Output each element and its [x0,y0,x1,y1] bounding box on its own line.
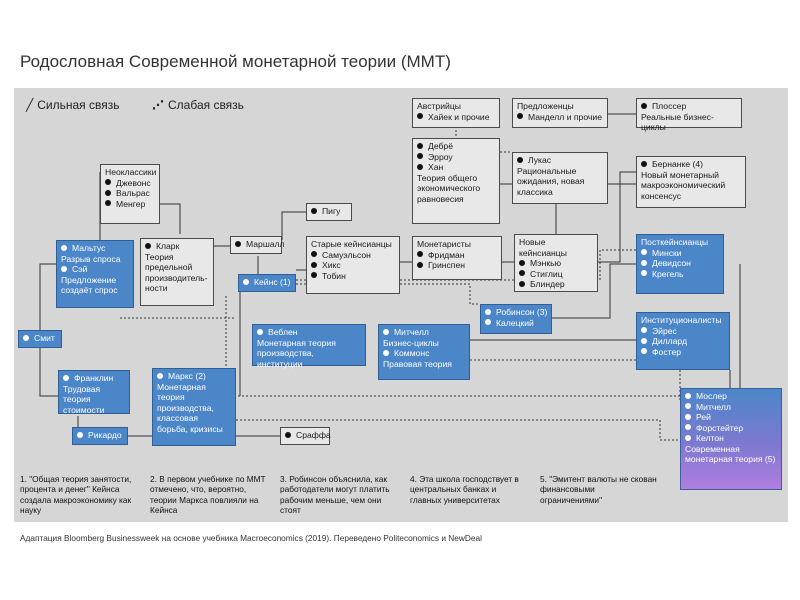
bullet-icon [383,328,389,335]
box-veblen: Веблен Монетарная теория производства, и… [252,324,366,369]
bullet-icon [61,244,67,251]
box-pigou: Пигу [306,203,352,221]
bullet-icon [311,261,317,268]
bullet-icon [517,113,523,120]
bullet-icon [105,189,111,196]
box-keynes: Кейнс (1) [238,274,296,292]
bullet-icon [417,113,423,120]
bullet-icon [157,372,163,379]
strong-link-icon: ╱ [26,98,34,112]
bullet-icon [641,160,647,167]
bullet-icon [641,270,647,277]
bullet-icon [235,240,241,247]
box-sraffa: Сраффа [280,427,331,445]
bullet-icon [517,156,523,163]
bullet-icon [685,424,691,431]
link-robinson-postkeynes [552,263,636,319]
bullet-icon [61,265,67,272]
box-austrians: Австрийцы Хайек и прочие [412,98,500,128]
bullet-icon [105,200,111,207]
bullet-icon [485,308,491,315]
bullet-icon [311,251,317,258]
bullet-icon [519,259,525,266]
box-plosser: Плоссер Реальные бизнес-циклы [636,98,742,132]
link-smith-franklin [39,338,58,397]
footnote-2: 2. В первом учебнике по ММТ отмечено, чт… [150,474,266,516]
bullet-icon [417,251,423,258]
box-mmt: Мослер Митчелл Рей Форстейтер Келтон Сов… [680,388,782,490]
weak-link-marx-mmt [236,419,680,441]
bullet-icon [417,261,423,268]
bullet-icon [145,242,151,249]
box-malthus-say: Мальтус Разрыв спроса Сэй Предложение со… [56,240,134,308]
footnote-5: 5. "Эмитент валюты не скован финансовыми… [540,474,657,505]
legend-weak: ⋰Слабая связь [152,98,244,112]
box-monetarists: Монетаристы Фридман Гринспен [412,236,502,280]
box-mitchell-commons: Митчелл Бизнес-циклы Коммонс Правовая те… [378,324,470,380]
bullet-icon [285,431,291,438]
legend-strong: ╱Сильная связь [26,98,120,112]
bullet-icon [641,249,647,256]
footnote-1: 1. "Общая теория занятости, процента и д… [20,474,132,516]
bullet-icon [641,102,647,109]
bullet-icon [63,374,69,381]
footnote-3: 3. Робинсон объяснила, как работодатели … [280,474,390,516]
bullet-icon [243,278,249,285]
bullet-icon [685,434,691,441]
bullet-icon [417,142,423,149]
box-marshall: Маршалл [230,236,285,254]
bullet-icon [77,431,83,438]
bullet-icon [685,403,691,410]
page-title: Родословная Современной монетарной теори… [20,52,451,71]
box-new-keynesians: Новые кейнсианцы Мэнкью Стиглиц Блиндер [514,234,598,292]
box-new-consensus: Бернанке (4) Новый монетарный макроэконо… [636,156,746,208]
footnote-4: 4. Эта школа господствует в центральных … [410,474,519,505]
box-post-keynesians: Посткейнсианцы Мински Девидсон Крегель [636,234,724,294]
bullet-icon [383,349,389,356]
source-caption: Адаптация Bloomberg Businessweek на осно… [20,533,482,543]
box-supply-siders: Предложенцы Манделл и прочие [512,98,608,128]
box-robinson-kalecki: Робинсон (3) Калецкий [480,304,552,334]
bullet-icon [685,392,691,399]
box-neoclassics: Неоклассики Джевонс Вальрас Менгер [100,164,160,224]
bullet-icon [641,337,647,344]
box-old-keynesians: Старые кейнсианцы Самуэльсон Хикс Тобин [306,236,400,294]
bullet-icon [685,413,691,420]
weak-link-icon: ⋰ [152,98,164,112]
bullet-icon [105,179,111,186]
box-institutionalists: Институционалисты Эйрес Диллард Фостер [636,312,730,370]
weak-link-keynes-robinson [296,283,480,305]
bullet-icon [641,348,647,355]
weak-link-keynes-postkeynes [296,249,636,281]
link-smith-malthus [39,263,56,338]
bullet-icon [641,259,647,266]
bullet-icon [519,270,525,277]
link-neoclassic-clark [160,203,181,234]
box-rational-expectations: Лукас Рациональные ожидания, новая класс… [512,152,608,204]
box-marx: Маркс (2) Монетарная теория производства… [152,368,236,446]
box-ricardo: Рикардо [72,427,128,445]
box-smith: Смит [18,330,62,348]
bullet-icon [311,272,317,279]
bullet-icon [485,319,491,326]
bullet-icon [641,327,647,334]
box-clark: Кларк Теория предельной производитель-но… [140,238,214,306]
bullet-icon [417,153,423,160]
bullet-icon [23,334,29,341]
box-franklin: Франклин Трудовая теория стоимости [58,370,130,415]
bullet-icon [417,163,423,170]
box-general-equilibrium: Дебрё Эрроу Хан Теория общего экономичес… [412,138,500,224]
bullet-icon [257,328,263,335]
link-newkeynes-bernanke [598,171,636,263]
bullet-icon [519,280,525,287]
link-marshall-pigou [281,211,306,240]
bullet-icon [311,207,317,214]
